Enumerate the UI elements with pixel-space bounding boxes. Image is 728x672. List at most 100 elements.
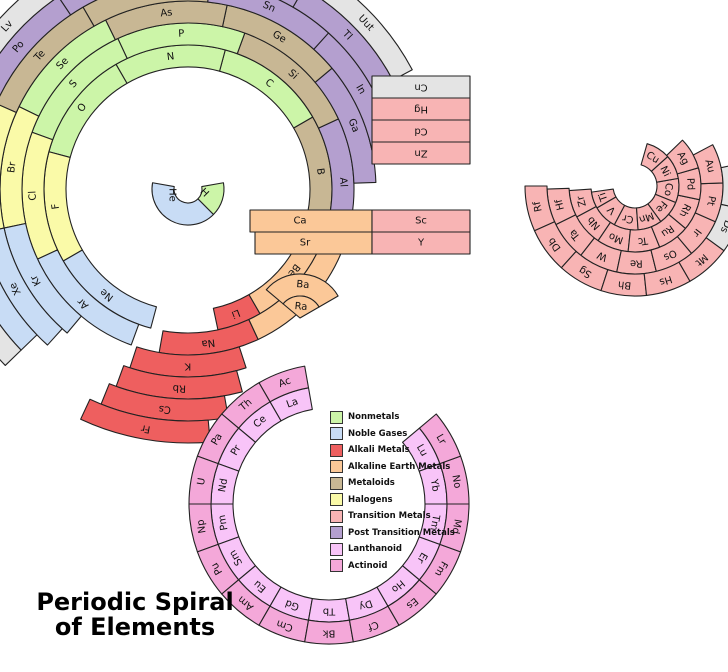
element-symbol: Cl	[27, 191, 38, 201]
element-symbol: Sg	[577, 264, 594, 280]
legend-item-lanthanoid: Lanthanoid	[330, 541, 530, 558]
element-cell-bi	[59, 0, 98, 16]
element-symbol: Os	[662, 247, 679, 263]
legend-label: Alkaline Earth Metals	[348, 461, 451, 472]
element-cell-ca	[249, 209, 373, 233]
legend-swatch	[330, 410, 343, 424]
element-symbol: Ra	[294, 301, 308, 313]
element-cell-he	[151, 182, 215, 226]
legend-swatch	[330, 509, 343, 523]
legend-swatch	[330, 443, 343, 457]
legend-swatch	[330, 427, 343, 441]
element-symbol: Cn	[414, 82, 427, 93]
legend-swatch	[330, 559, 343, 573]
element-cell-lv	[0, 0, 55, 55]
legend-item-alkaline: Alkaline Earth Metals	[330, 459, 530, 476]
element-symbol: Pt	[704, 195, 717, 207]
legend-item-nonmetal: Nonmetals	[330, 409, 530, 426]
element-symbol: Rb	[172, 382, 186, 394]
element-cell-db	[533, 221, 577, 269]
legend-label: Transition Metals	[348, 511, 431, 522]
element-symbol: N	[166, 51, 175, 63]
element-cell-rg	[720, 165, 728, 207]
title-line-1: Periodic Spiral	[36, 588, 234, 616]
legend-swatch	[330, 476, 343, 490]
element-symbol: No	[449, 474, 462, 489]
element-symbol: Cm	[275, 617, 294, 633]
element-symbol: Np	[195, 519, 208, 535]
element-symbol: Rh	[677, 202, 693, 219]
element-symbol: Yb	[428, 477, 441, 492]
element-cell-cu	[640, 143, 669, 172]
page-title: Periodic Spiral of Elements	[20, 590, 250, 640]
element-symbol: Ba	[296, 279, 310, 291]
legend-swatch	[330, 493, 343, 507]
legend-item-alkali: Alkali Metals	[330, 442, 530, 459]
element-cell-lr	[418, 413, 462, 465]
element-cell-sn	[207, 0, 330, 50]
legend-label: Nonmetals	[348, 412, 400, 423]
element-symbol: Au	[702, 158, 716, 174]
element-symbol: Pd	[684, 178, 695, 191]
element-symbol: Re	[630, 257, 643, 268]
element-symbol: Rf	[532, 200, 545, 213]
element-cell-uuo	[0, 323, 22, 366]
legend-item-metalloid: Metaloids	[330, 475, 530, 492]
element-cell-cn	[371, 75, 471, 99]
legend-label: Alkali Metals	[348, 445, 410, 456]
element-symbol: Zr	[575, 194, 589, 208]
element-cell-y	[371, 231, 471, 255]
element-cell-ra	[282, 295, 320, 319]
element-symbol: Hg	[414, 104, 428, 115]
legend-swatch	[330, 460, 343, 474]
element-symbol: Pa	[210, 432, 225, 448]
element-symbol: Fr	[139, 422, 151, 435]
element-cell-sb	[82, 0, 209, 27]
element-symbol: Md	[449, 518, 462, 535]
element-symbol: Ni	[657, 165, 671, 179]
legend-item-actinoid: Actinoid	[330, 558, 530, 575]
legend-label: Actinoid	[348, 560, 388, 571]
element-cell-fr	[80, 398, 211, 444]
legend-label: Noble Gases	[348, 428, 408, 439]
element-symbol: Sr	[300, 238, 311, 249]
element-symbol: Cf	[366, 618, 380, 632]
element-symbol: Pm	[217, 514, 231, 531]
element-symbol: Li	[230, 307, 242, 320]
legend-item-post: Post Transition Metals	[330, 525, 530, 542]
element-symbol: Bk	[322, 628, 335, 639]
element-symbol: Mo	[607, 230, 625, 245]
element-cell-rn	[0, 281, 38, 351]
element-symbol: Br	[6, 160, 18, 173]
element-cell-po	[0, 0, 72, 97]
element-cell-i	[0, 104, 17, 230]
element-symbol: Ds	[718, 218, 728, 234]
legend-label: Halogens	[348, 494, 393, 505]
element-symbol: Cd	[414, 126, 427, 137]
element-symbol: Tm	[428, 513, 442, 532]
element-symbol: Ca	[293, 216, 306, 227]
element-symbol: Na	[201, 336, 216, 349]
element-symbol: Zn	[414, 148, 427, 159]
element-symbol: K	[184, 361, 191, 372]
element-symbol: Lu	[414, 443, 429, 459]
element-symbol: He	[167, 188, 178, 202]
element-symbol: Mn	[637, 209, 655, 224]
legend-item-halogen: Halogens	[330, 492, 530, 509]
element-symbol: Sc	[415, 216, 427, 227]
title-line-2: of Elements	[54, 613, 216, 641]
element-cell-pb	[278, 0, 298, 8]
element-symbol: Hs	[658, 273, 674, 287]
element-cell-au	[692, 144, 724, 185]
legend-item-transition: Transition Metals	[330, 508, 530, 525]
legend-swatch	[330, 542, 343, 556]
element-symbol: Cs	[158, 403, 171, 415]
element-symbol: Ga	[346, 117, 361, 134]
element-cell-ar	[37, 249, 140, 346]
element-symbol: Xe	[8, 280, 24, 296]
element-cell-uut	[321, 0, 413, 81]
element-cell-bh	[600, 269, 648, 297]
element-symbol: Bh	[618, 278, 632, 290]
